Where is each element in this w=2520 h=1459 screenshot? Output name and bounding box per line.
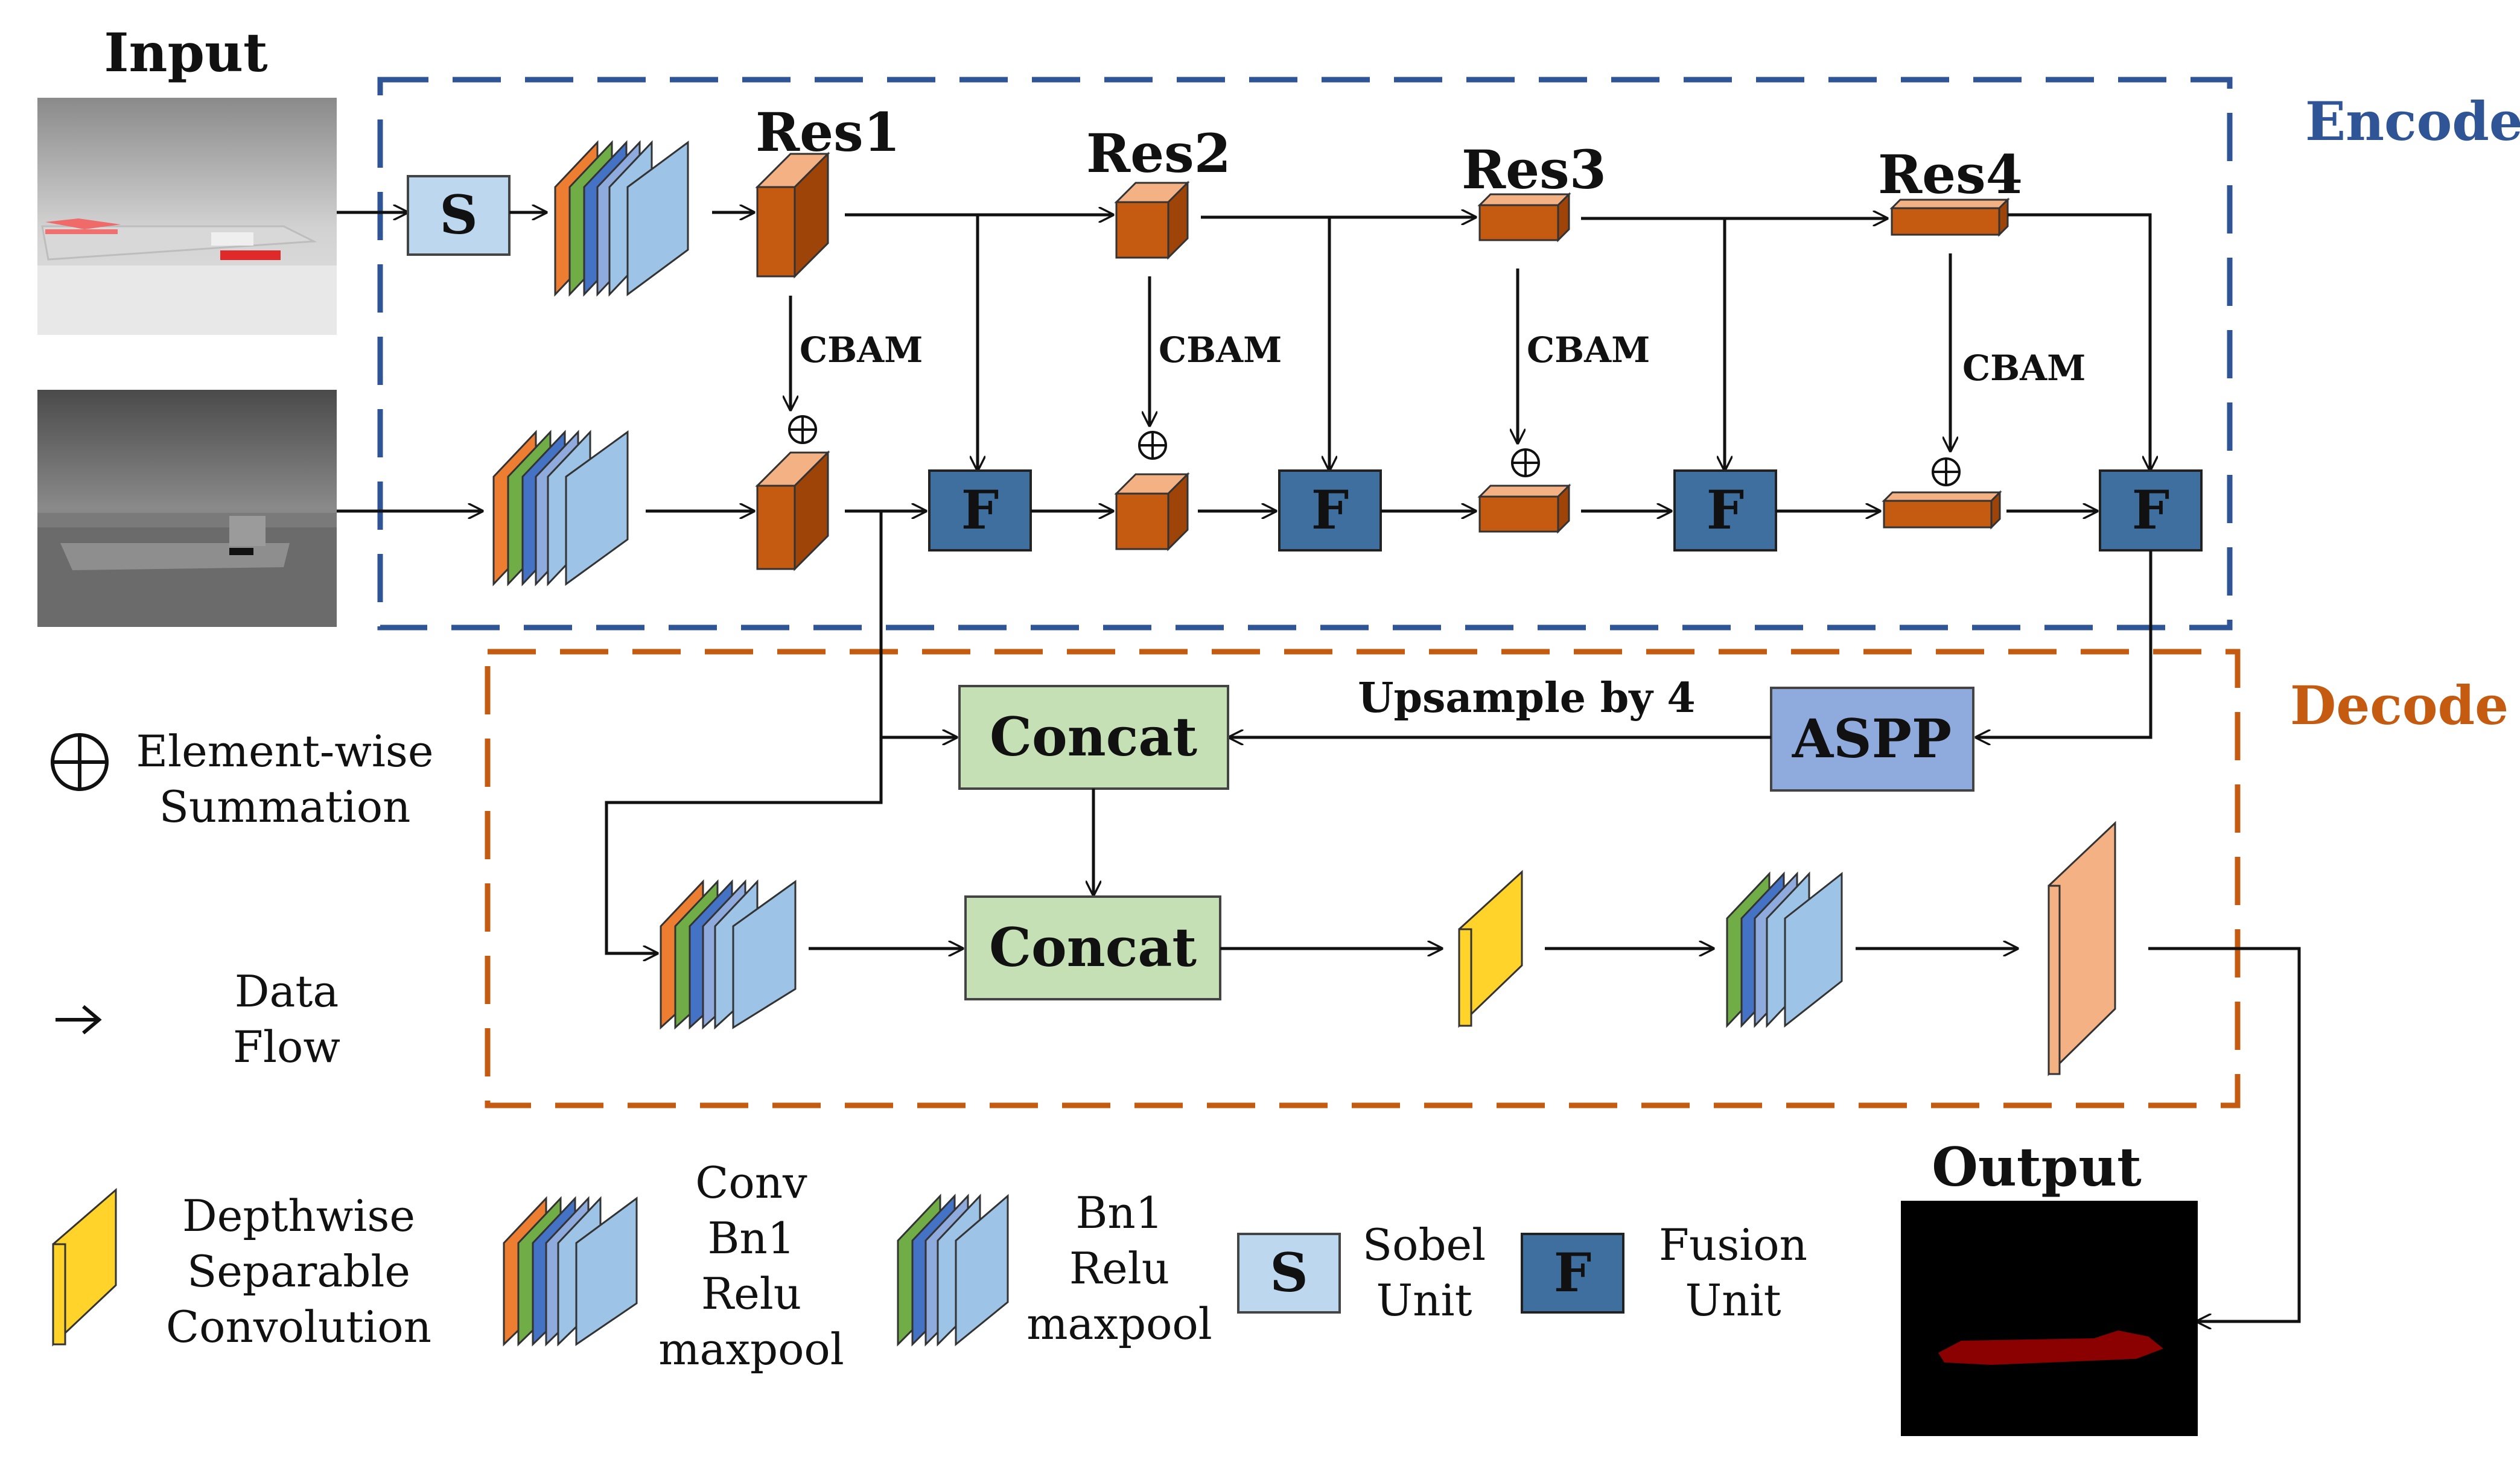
res1-block-top <box>755 151 830 279</box>
legend-summation-icon <box>51 733 109 791</box>
concat-label-1: Concat <box>990 705 1197 768</box>
legend-sobel-line2: Unit <box>1376 1275 1472 1326</box>
legend-conv-line1: Conv <box>695 1157 807 1208</box>
cbam-label-3: CBAM <box>1527 329 1650 370</box>
output-slab <box>2048 821 2116 1076</box>
conv-stack-bottom <box>492 430 629 586</box>
res2-block-bottom <box>1114 472 1190 551</box>
input-image-bottom <box>37 390 337 627</box>
legend-sobel-letter: S <box>1270 1241 1308 1304</box>
conv-stack-decode <box>660 879 797 1030</box>
res1-block-bottom <box>755 450 830 571</box>
legend-depthwise-line2: Separable <box>187 1246 410 1297</box>
legend-conv-icon <box>503 1196 638 1347</box>
legend-bn-line1: Bn1 <box>1075 1187 1163 1238</box>
res2-block-top <box>1114 180 1190 260</box>
arrow-slab-to-output <box>2148 947 2301 1321</box>
sum-icon-2 <box>1138 431 1167 460</box>
legend-arrow-icon <box>56 1005 102 1035</box>
fusion-letter-4: F <box>2132 478 2169 541</box>
arrow-fusion4-to-aspp <box>1976 550 2152 737</box>
legend-dataflow-line2: Flow <box>233 1022 340 1072</box>
legend-sobel-box <box>1237 1233 1341 1314</box>
legend-bn-line2: Relu <box>1069 1243 1169 1294</box>
sobel-unit-box <box>407 175 511 256</box>
res4-block-bottom <box>1882 490 2002 530</box>
input-image-top <box>37 98 337 335</box>
legend-depthwise-line1: Depthwise <box>182 1190 415 1241</box>
encode-region <box>377 77 2233 631</box>
decode-label: Decode <box>2290 674 2509 737</box>
bn-stack-decode <box>1726 871 1843 1028</box>
legend-bn-icon <box>897 1194 1009 1347</box>
res3-block-top <box>1477 192 1571 243</box>
aspp-box <box>1770 687 1974 792</box>
fusion-unit-3 <box>1673 469 1777 551</box>
concat-box-2 <box>964 895 1221 1000</box>
res2-label: Res2 <box>1086 122 1231 185</box>
output-image <box>1901 1201 2198 1436</box>
upsample-label: Upsample by 4 <box>1358 674 1696 722</box>
legend-fusion-line1: Fusion <box>1659 1219 1807 1270</box>
fusion-letter-3: F <box>1707 478 1744 541</box>
res4-label: Res4 <box>1878 143 2023 206</box>
res3-block-bottom <box>1477 483 1571 534</box>
aspp-label: ASPP <box>1792 707 1952 770</box>
arrow-skip-to-conv-decode <box>605 737 883 953</box>
cbam-label-4: CBAM <box>1962 348 2086 389</box>
legend-bn-line3: maxpool <box>1026 1298 1212 1349</box>
legend-summation-line2: Summation <box>159 781 411 832</box>
legend-fusion-line2: Unit <box>1685 1275 1781 1326</box>
legend-summation-line1: Element-wise <box>136 726 434 777</box>
sum-icon-3 <box>1511 448 1540 477</box>
legend-conv-line2: Bn1 <box>707 1213 795 1264</box>
decode-region <box>485 649 2241 1108</box>
input-title: Input <box>104 21 268 84</box>
output-title: Output <box>1932 1136 2142 1198</box>
fusion-letter-1: F <box>961 478 999 541</box>
legend-conv-line4: maxpool <box>658 1324 844 1375</box>
concat-label-2: Concat <box>989 916 1197 979</box>
legend-dataflow-line1: Data <box>235 966 339 1017</box>
fusion-letter-2: F <box>1311 478 1349 541</box>
fusion-unit-1 <box>928 469 1032 551</box>
fusion-unit-2 <box>1278 469 1382 551</box>
encode-label: Encode <box>2305 90 2520 153</box>
legend-fusion-letter: F <box>1554 1241 1591 1304</box>
sum-icon-4 <box>1932 457 1961 486</box>
res4-block-top <box>1889 197 2010 237</box>
res1-label: Res1 <box>756 101 900 164</box>
sum-icon-1 <box>788 415 817 444</box>
sobel-unit-letter: S <box>439 183 478 246</box>
conv-stack-top <box>554 140 689 297</box>
cbam-label-1: CBAM <box>800 329 923 370</box>
legend-fusion-box <box>1521 1233 1624 1314</box>
cbam-label-2: CBAM <box>1159 329 1282 370</box>
arrow-skip-to-concat1 <box>845 509 957 737</box>
depthwise-block-decode <box>1458 869 1523 1028</box>
res3-label: Res3 <box>1462 138 1606 201</box>
legend-depthwise-line3: Convolution <box>166 1302 431 1352</box>
legend-sobel-line1: Sobel <box>1363 1219 1486 1270</box>
arrow-res4-to-fusion4 <box>2008 213 2150 471</box>
fusion-unit-4 <box>2099 469 2203 551</box>
legend-conv-line3: Relu <box>701 1268 801 1319</box>
concat-box-1 <box>958 685 1229 790</box>
legend-depthwise-icon <box>52 1187 117 1347</box>
